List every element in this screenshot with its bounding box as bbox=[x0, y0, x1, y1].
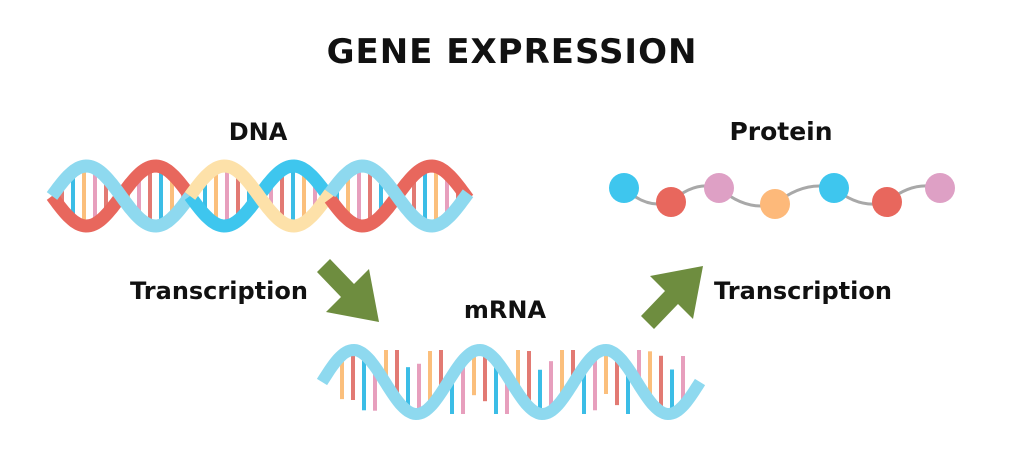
transcription-label-right: Transcription bbox=[714, 277, 892, 305]
amino-acid-bead bbox=[819, 173, 849, 203]
protein-chain-icon bbox=[609, 173, 955, 219]
amino-acid-bead bbox=[925, 173, 955, 203]
mrna-backbone bbox=[316, 343, 706, 421]
arrow-down-right-icon bbox=[317, 259, 379, 322]
mrna-strand-icon bbox=[316, 343, 706, 421]
dna-label: DNA bbox=[229, 118, 288, 146]
protein-label: Protein bbox=[729, 117, 832, 146]
amino-acid-bead bbox=[704, 173, 734, 203]
amino-acid-bead bbox=[609, 173, 639, 203]
mrna-label: mRNA bbox=[464, 296, 547, 324]
transcription-label-left: Transcription bbox=[130, 277, 308, 305]
dna-strand-b bbox=[184, 159, 336, 233]
diagram-title: GENE EXPRESSION bbox=[327, 32, 698, 72]
dna-helix-icon bbox=[46, 159, 474, 233]
dna-strand-b bbox=[324, 159, 474, 233]
amino-acid-bead bbox=[760, 189, 790, 219]
dna-strand-b bbox=[46, 159, 196, 233]
amino-acid-bead bbox=[872, 187, 902, 217]
arrow-up-right-icon bbox=[641, 266, 703, 329]
amino-acid-bead bbox=[656, 187, 686, 217]
